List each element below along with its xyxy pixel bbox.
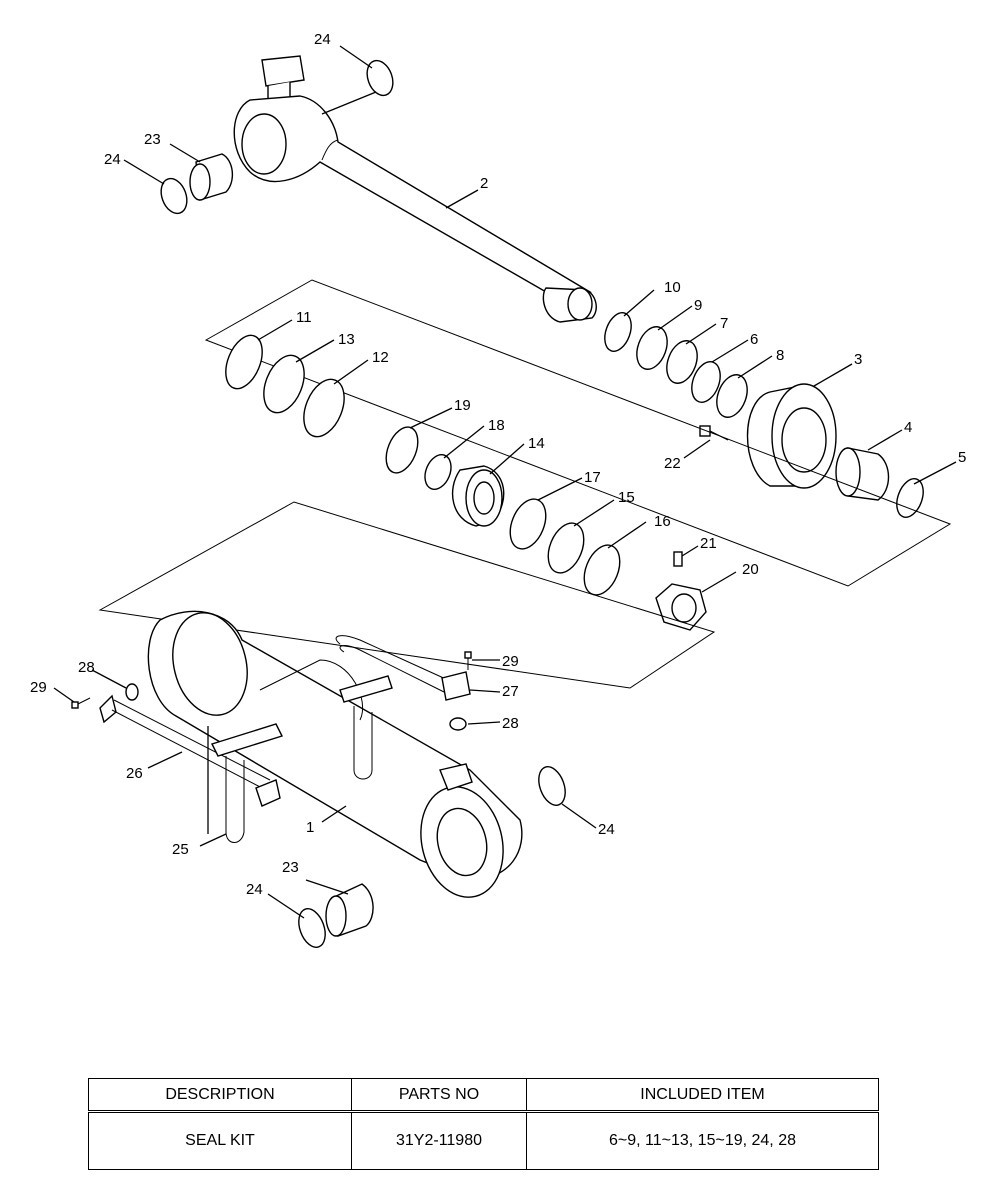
table-row: SEAL KIT 31Y2-11980 6~9, 11~13, 15~19, 2… bbox=[88, 1111, 879, 1170]
piston-14 bbox=[451, 465, 505, 527]
label-20: 20 bbox=[742, 561, 759, 578]
label-3: 3 bbox=[854, 351, 862, 368]
snap-ring-24-bottom-left bbox=[298, 908, 326, 948]
label-12: 12 bbox=[372, 349, 389, 366]
label-5: 5 bbox=[958, 449, 966, 466]
exploded-parts-diagram: 24 23 24 2 10 9 7 6 8 3 4 5 22 11 13 12 … bbox=[30, 31, 966, 948]
ring-17 bbox=[509, 498, 547, 550]
ring-8 bbox=[716, 374, 748, 418]
screw-29-left bbox=[71, 697, 91, 709]
label-7: 7 bbox=[720, 315, 728, 332]
label-1: 1 bbox=[306, 819, 314, 836]
rod-cover bbox=[746, 383, 837, 489]
piston-group-frame bbox=[204, 279, 952, 587]
screw-29-right bbox=[464, 651, 472, 670]
header-parts-no: PARTS NO bbox=[351, 1078, 527, 1113]
cell-included-item: 6~9, 11~13, 15~19, 24, 28 bbox=[526, 1111, 879, 1170]
label-24-top: 24 bbox=[314, 31, 331, 48]
label-15: 15 bbox=[618, 489, 635, 506]
part-labels: 24 23 24 2 10 9 7 6 8 3 4 5 22 11 13 12 … bbox=[30, 31, 966, 898]
header-included-item: INCLUDED ITEM bbox=[526, 1078, 879, 1113]
nut-20 bbox=[655, 583, 707, 631]
label-23-bottom: 23 bbox=[282, 859, 299, 876]
label-21: 21 bbox=[700, 535, 717, 552]
set-screw-21 bbox=[673, 551, 683, 567]
label-29-left: 29 bbox=[30, 679, 47, 696]
ring-6 bbox=[691, 361, 721, 403]
seal-12 bbox=[303, 378, 345, 438]
snap-ring-24-top-left bbox=[160, 177, 188, 215]
label-6: 6 bbox=[750, 331, 758, 348]
label-16: 16 bbox=[654, 513, 671, 530]
table-header-row: DESCRIPTION PARTS NO INCLUDED ITEM bbox=[88, 1078, 879, 1113]
label-22: 22 bbox=[664, 455, 681, 472]
o-ring-18 bbox=[424, 454, 452, 490]
bushing-23-top bbox=[189, 153, 233, 201]
label-18: 18 bbox=[488, 417, 505, 434]
label-28-right: 28 bbox=[502, 715, 519, 732]
seal-11 bbox=[225, 334, 263, 390]
label-13: 13 bbox=[338, 331, 355, 348]
bushing-23-bottom bbox=[325, 883, 374, 937]
leader-lines bbox=[53, 45, 957, 919]
piston-rod bbox=[233, 55, 597, 323]
label-9: 9 bbox=[694, 297, 702, 314]
header-description: DESCRIPTION bbox=[88, 1078, 352, 1113]
label-28-left: 28 bbox=[78, 659, 95, 676]
seal-kit-table: DESCRIPTION PARTS NO INCLUDED ITEM SEAL … bbox=[88, 1078, 879, 1170]
tube-group-frame bbox=[98, 501, 716, 689]
label-25: 25 bbox=[172, 841, 189, 858]
label-14: 14 bbox=[528, 435, 545, 452]
ring-15 bbox=[547, 522, 585, 574]
label-24-bottom: 24 bbox=[246, 881, 263, 898]
pipe-26 bbox=[99, 694, 281, 807]
ring-13 bbox=[263, 354, 305, 414]
snap-ring-24-bottom-right bbox=[538, 766, 566, 806]
ring-9 bbox=[636, 326, 668, 370]
u-bolt-25 bbox=[211, 675, 393, 843]
bushing-4 bbox=[835, 447, 890, 501]
cell-description: SEAL KIT bbox=[88, 1111, 352, 1170]
pipe-27 bbox=[335, 635, 471, 701]
label-2: 2 bbox=[480, 175, 488, 192]
label-27: 27 bbox=[502, 683, 519, 700]
label-24-top-left: 24 bbox=[104, 151, 121, 168]
cell-parts-no: 31Y2-11980 bbox=[351, 1111, 527, 1170]
label-24-right: 24 bbox=[598, 821, 615, 838]
label-26: 26 bbox=[126, 765, 143, 782]
label-4: 4 bbox=[904, 419, 912, 436]
label-8: 8 bbox=[776, 347, 784, 364]
label-10: 10 bbox=[664, 279, 681, 296]
cylinder-tube bbox=[147, 610, 523, 898]
ring-10 bbox=[604, 312, 632, 352]
snap-ring-5 bbox=[896, 478, 924, 518]
label-29-right: 29 bbox=[502, 653, 519, 670]
label-23-top: 23 bbox=[144, 131, 161, 148]
label-11: 11 bbox=[296, 309, 312, 326]
snap-ring-24-top-right bbox=[366, 59, 394, 97]
o-ring-28-left bbox=[125, 683, 139, 701]
label-19: 19 bbox=[454, 397, 471, 414]
o-ring-28-right bbox=[449, 717, 467, 731]
ring-16 bbox=[583, 544, 621, 596]
label-17: 17 bbox=[584, 469, 601, 486]
ring-19 bbox=[385, 426, 419, 474]
